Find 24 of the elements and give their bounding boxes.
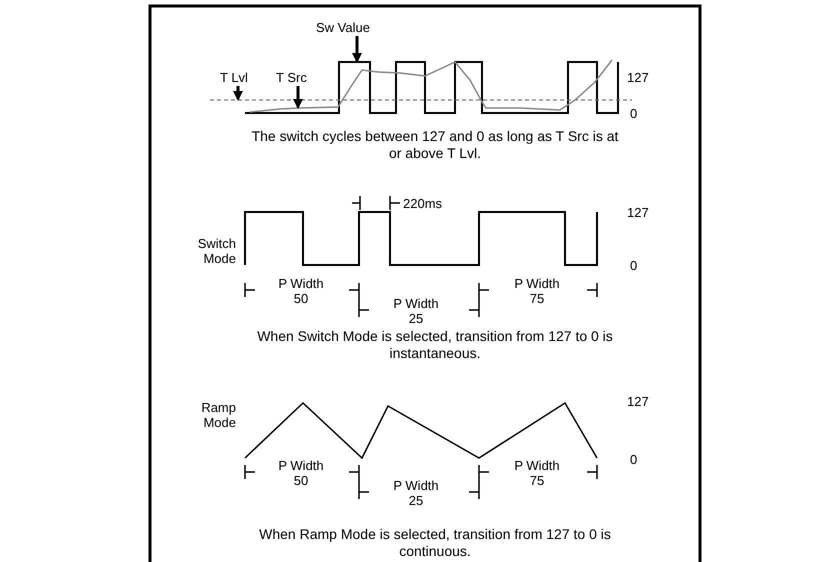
pulse-width-label: P Width 25 (392, 296, 440, 326)
leader-arrow (352, 36, 362, 63)
callout-label: Sw Value (316, 20, 370, 35)
pulse-width-label: P Width 75 (513, 276, 561, 306)
axis-value: 127 (627, 394, 649, 409)
mode-label: Switch Mode (196, 236, 236, 266)
caption-text: The switch cycles between 127 and 0 as long as T Src is at or above T Lvl. (250, 128, 620, 162)
caption-text: When Ramp Mode is selected, transition from 127 to 0 is continuous. (258, 526, 612, 560)
callout-label: T Lvl (220, 70, 248, 85)
axis-value: 127 (627, 205, 649, 220)
leader-arrow (233, 86, 243, 101)
caption-text: When Switch Mode is selected, transition from 127 to 0 is instantaneous. (256, 328, 614, 362)
pulse-width-label: P Width 25 (392, 478, 440, 508)
axis-value: 0 (630, 258, 638, 273)
pulse-width-label: P Width 75 (513, 458, 561, 488)
axis-value: 0 (630, 452, 638, 467)
dimension-label: 220ms (403, 196, 442, 211)
leader-arrow (293, 86, 303, 109)
callout-label: T Src (276, 70, 307, 85)
pulse-width-label: P Width 50 (277, 458, 325, 488)
pulse-width-label: P Width 50 (277, 276, 325, 306)
axis-value: 0 (630, 106, 638, 121)
mode-label: Ramp Mode (200, 400, 236, 430)
axis-value: 127 (627, 70, 649, 85)
